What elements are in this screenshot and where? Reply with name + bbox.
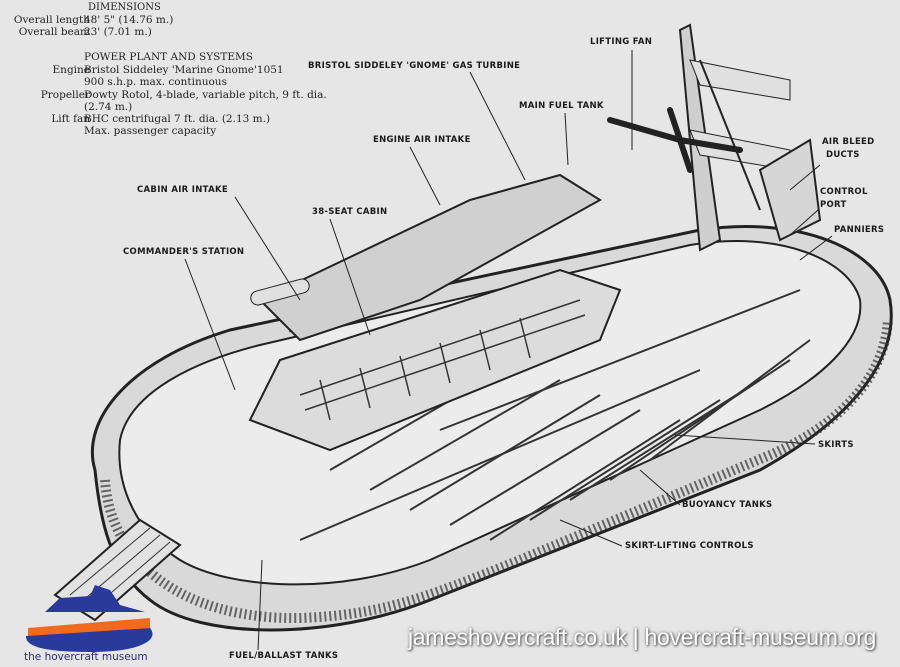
label-fuel-ballast-tanks: FUEL/BALLAST TANKS (229, 651, 339, 661)
dimensions-heading: DIMENSIONS (88, 2, 161, 13)
label-lifting-fan: LIFTING FAN (590, 37, 653, 47)
power-heading: POWER PLANT AND SYSTEMS (84, 51, 253, 63)
label-control: CONTROL (820, 187, 868, 197)
deck (118, 240, 862, 586)
spec-label: Overall length (13, 14, 90, 26)
label-38-seat-cabin: 38-SEAT CABIN (312, 207, 388, 217)
spec-value: BHC centrifugal 7 ft. dia. (2.13 m.) (84, 113, 271, 125)
spec-value: Bristol Siddeley 'Marine Gnome'1051 (84, 64, 284, 76)
spec-label: Overall beam (18, 26, 90, 38)
spec-label: Propeller (40, 89, 90, 101)
label-panniers: PANNIERS (834, 225, 885, 235)
label-skirts: SKIRTS (818, 440, 854, 450)
watermark: jameshovercraft.co.uk | hovercraft-museu… (408, 624, 876, 650)
spec-value: 23' (7.01 m.) (84, 26, 152, 38)
spec-label: Lift fan (51, 113, 90, 125)
label-engine-air-intake: ENGINE AIR INTAKE (373, 135, 471, 145)
leader-lines (184, 50, 833, 651)
label-port: PORT (820, 200, 847, 210)
label-main-fuel-tank: MAIN FUEL TANK (519, 101, 604, 111)
engine-housing (258, 173, 602, 342)
cabin (248, 268, 622, 452)
logo-text: the hovercraft museum (24, 651, 148, 663)
label-gas-turbine: BRISTOL SIDDELEY 'GNOME' GAS TURBINE (308, 61, 521, 71)
label-cabin-air-intake: CABIN AIR INTAKE (137, 185, 228, 195)
hovercraft-museum-logo (25, 585, 153, 652)
label-commanders-station: COMMANDER'S STATION (123, 247, 245, 257)
spec-label: Engine (52, 64, 90, 76)
label-skirt-lifting-controls: SKIRT-LIFTING CONTROLS (625, 541, 754, 551)
spec-value: 48' 5" (14.76 m.) (84, 14, 174, 26)
spec-value: (2.74 m.) (84, 101, 133, 113)
label-buoyancy-tanks: BUOYANCY TANKS (682, 500, 773, 510)
spec-value: Dowty Rotol, 4-blade, variable pitch, 9 … (84, 89, 327, 101)
spec-value: 900 s.h.p. max. continuous (84, 76, 227, 88)
propeller (607, 107, 743, 173)
spec-value: Max. passenger capacity (84, 125, 217, 137)
label-air-bleed: AIR BLEED (822, 137, 875, 147)
label-ducts: DUCTS (826, 150, 860, 160)
